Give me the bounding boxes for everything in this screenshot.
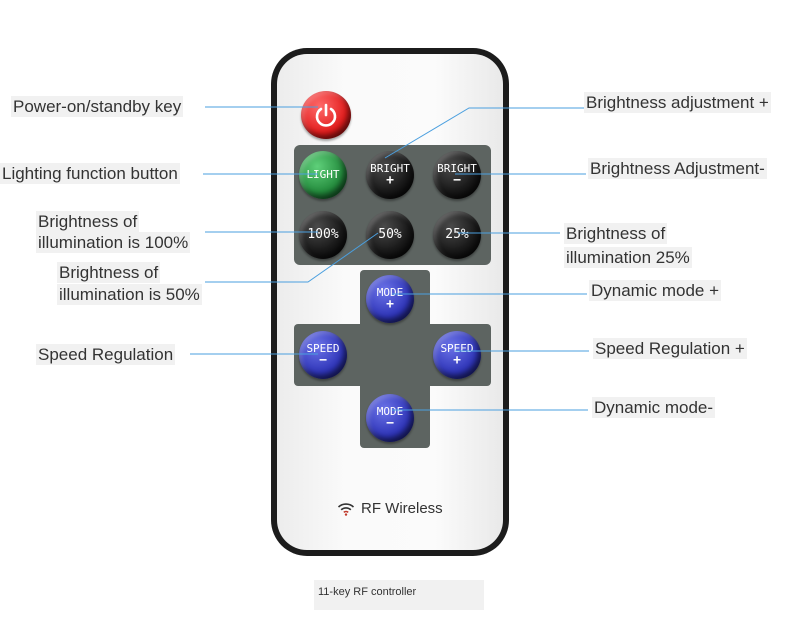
bright-minus-button[interactable]: BRIGHT − (433, 151, 481, 199)
mode-minus-sign: − (386, 416, 394, 431)
label-power: Power-on/standby key (11, 96, 184, 117)
light-button[interactable]: LIGHT (299, 151, 347, 199)
caption: 11-key RF controller (314, 580, 484, 610)
leader-b50 (205, 232, 379, 283)
leader-bright-plus (384, 107, 584, 159)
speed-minus-label: SPEED (306, 342, 340, 355)
label-bright-minus: Brightness Adjustment- (588, 158, 767, 179)
bright-plus-sign: + (386, 173, 394, 188)
rf-wireless-brand: RF Wireless (337, 500, 443, 517)
label-speed-plus: Speed Regulation + (593, 338, 747, 359)
remote-face: LIGHT BRIGHT + BRIGHT − 100% 50% 25% MOD… (277, 54, 503, 550)
label-mode-plus: Dynamic mode + (589, 280, 722, 301)
brightness-50-button[interactable]: 50% (366, 211, 414, 259)
speed-minus-sign: − (319, 353, 327, 368)
label-lighting: Lighting function button (0, 163, 180, 184)
wifi-icon (337, 502, 355, 516)
remote-control: LIGHT BRIGHT + BRIGHT − 100% 50% 25% MOD… (271, 48, 509, 556)
label-speed: Speed Regulation (36, 344, 176, 365)
brightness-25-button[interactable]: 25% (433, 211, 481, 259)
label-b50-line1: Brightness of (57, 262, 161, 283)
brightness-100-button[interactable]: 100% (299, 211, 347, 259)
light-button-label: LIGHT (306, 168, 340, 181)
label-b100-line2: illumination is 100% (36, 232, 191, 253)
mode-minus-label: MODE (376, 405, 404, 418)
bright-plus-button[interactable]: BRIGHT + (366, 151, 414, 199)
bright-minus-label: BRIGHT (437, 162, 477, 175)
label-bright-plus: Brightness adjustment + (584, 92, 771, 113)
label-mode-minus: Dynamic mode- (592, 397, 716, 418)
mode-plus-label: MODE (376, 286, 404, 299)
mode-plus-button[interactable]: MODE + (366, 275, 414, 323)
mode-plus-sign: + (386, 297, 394, 312)
rf-wireless-text: RF Wireless (361, 500, 443, 517)
mode-minus-button[interactable]: MODE − (366, 394, 414, 442)
bright-minus-sign: − (453, 173, 461, 188)
speed-minus-button[interactable]: SPEED − (299, 331, 347, 379)
power-button[interactable] (301, 91, 351, 139)
label-b50-line2: illumination is 50% (57, 284, 202, 305)
label-b25-line1: Brightness of (564, 223, 668, 244)
bright-plus-label: BRIGHT (370, 162, 410, 175)
label-b25-line2: illumination 25% (564, 247, 692, 268)
power-icon (315, 103, 337, 127)
brightness-50-label: 50% (378, 227, 402, 242)
brightness-100-label: 100% (307, 227, 339, 242)
brightness-25-label: 25% (445, 227, 469, 242)
speed-plus-sign: + (453, 353, 461, 368)
label-b100-line1: Brightness of (36, 211, 140, 232)
